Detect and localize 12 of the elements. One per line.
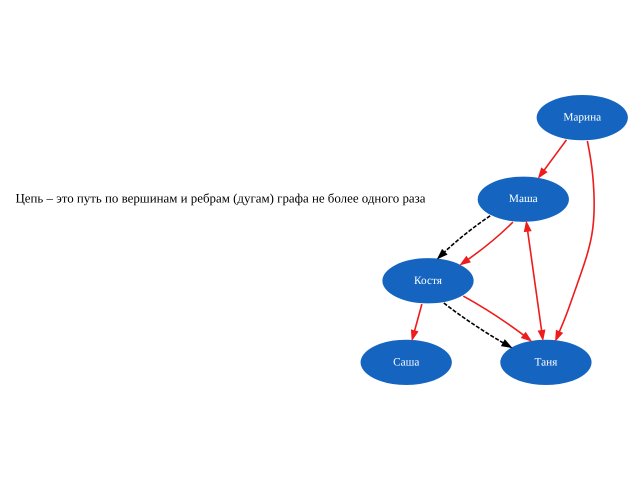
- arrow: [538, 139, 568, 179]
- arrow: [524, 220, 546, 342]
- node-ellipse: Маша: [476, 174, 571, 224]
- arrow: [462, 295, 532, 342]
- arrow: [443, 302, 513, 348]
- arrow: [410, 304, 423, 342]
- arrow: [459, 222, 514, 266]
- arrow: [555, 140, 596, 342]
- node-ellipse: Марина: [535, 93, 630, 142]
- arrow: [436, 215, 491, 260]
- node-ellipse: Саша: [358, 338, 454, 387]
- label: Цепь – это путь по вершинам и ребрам (дугам) графа не более одного раза: [15, 190, 426, 206]
